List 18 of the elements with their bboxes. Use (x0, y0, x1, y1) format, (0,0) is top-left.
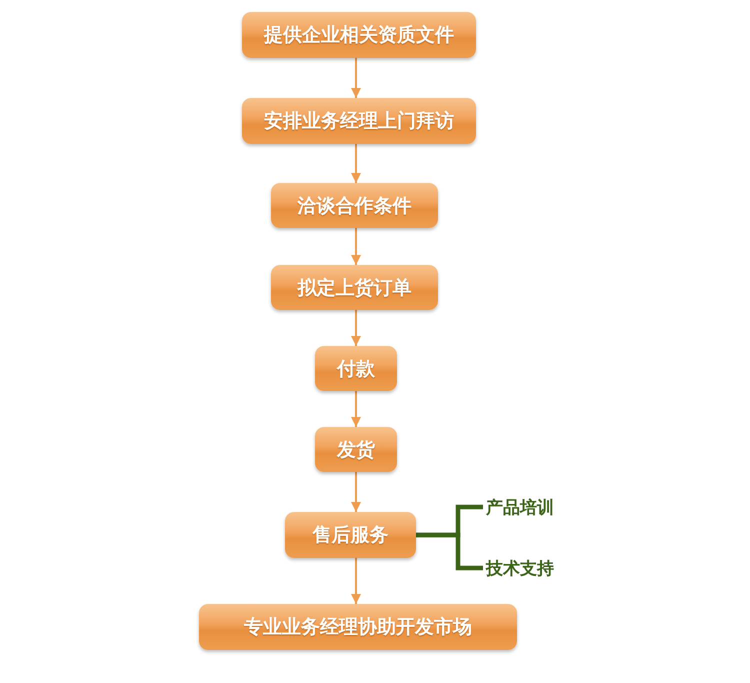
arrow (351, 472, 361, 512)
branch-label: 产品培训 (486, 496, 554, 518)
process-box: 发货 (315, 427, 397, 472)
process-box: 付款 (315, 346, 397, 391)
connector-line (416, 532, 483, 570)
process-box: 安排业务经理上门拜访 (242, 98, 476, 144)
process-box: 洽谈合作条件 (271, 183, 438, 228)
process-box: 专业业务经理协助开发市场 (199, 604, 517, 650)
process-box: 售后服务 (285, 512, 416, 558)
arrow (351, 391, 361, 427)
process-box: 拟定上货订单 (271, 265, 438, 310)
arrow (351, 144, 361, 183)
arrow (351, 310, 361, 346)
arrow (351, 58, 361, 98)
branch-label: 技术支持 (486, 558, 554, 580)
arrow (351, 228, 361, 265)
arrow (351, 558, 361, 604)
process-box: 提供企业相关资质文件 (242, 12, 476, 58)
